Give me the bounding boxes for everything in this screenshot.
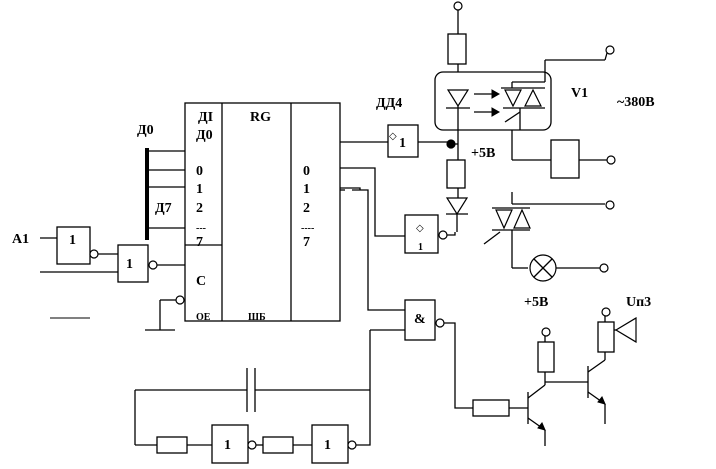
reg-out2-label: 2 — [303, 201, 310, 216]
reg-in0-label: 0 — [196, 164, 203, 179]
osc-gate2-label: 1 — [324, 438, 331, 453]
gate-and: & — [340, 187, 473, 409]
reg-in1-label: 1 — [196, 182, 203, 197]
gate-a1-first: 1 — [40, 226, 118, 265]
gate-out1-diamond: ◇ — [416, 223, 424, 234]
oe-ground — [145, 295, 185, 331]
reg-out-dots-label: ---- — [301, 223, 314, 234]
input-a1-label: А1 — [12, 232, 29, 247]
bus-d0-label: Д0 — [137, 123, 154, 138]
reg-d0-label: Д0 — [196, 128, 213, 143]
reg-out1-label: 1 — [303, 182, 310, 197]
gate-and-label: & — [414, 312, 426, 327]
optotriac-v1 — [434, 1, 616, 179]
reg-c-label: С — [196, 274, 206, 289]
reg-out0-label: 0 — [303, 164, 310, 179]
reg-in7-label: 7 — [196, 235, 203, 250]
reg-oe-label: ОЕ — [196, 312, 211, 323]
triac-lamp — [483, 192, 615, 282]
reg-in2-label: 2 — [196, 201, 203, 216]
voltage-380-label: ~380В — [617, 95, 655, 110]
gate-a1-first-label: 1 — [69, 233, 76, 248]
v1-label: V1 — [571, 86, 588, 101]
plus5v-top-label: +5В — [471, 146, 495, 161]
dd4-gate-label: 1 — [399, 136, 406, 151]
bus-d7-label: Д7 — [155, 201, 172, 216]
gate-a1-second: 1 — [40, 244, 185, 283]
un3-label: Uп3 — [626, 295, 651, 310]
data-bus: Д0 Д7 — [137, 123, 185, 240]
reg-in-dots-label: --- — [196, 223, 206, 234]
reg-di-label: ДІ — [198, 110, 213, 125]
resistor-diode-chain — [445, 159, 469, 232]
osc-gate1-label: 1 — [224, 438, 231, 453]
dd4-label: ДД4 — [376, 96, 402, 111]
dd4-diamond: ◇ — [389, 131, 397, 142]
reg-bottom-label: ШБ — [248, 312, 266, 323]
gate-out1: ◇ 1 — [340, 167, 456, 254]
gate-a1-second-label: 1 — [126, 257, 133, 272]
gate-dd4: ◇ 1 — [340, 124, 451, 158]
register-rg: ДІ Д0 0 1 2 --- 7 С ОЕ RG ШБ 0 1 2 ---- … — [184, 102, 341, 323]
reg-out7-label: 7 — [303, 235, 310, 250]
oscillator: 1 1 — [134, 330, 371, 464]
plus5v-bottom-label: +5В — [524, 295, 548, 310]
reg-rg-label: RG — [250, 110, 271, 125]
gate-out1-label: 1 — [418, 242, 423, 253]
transistor-stage — [472, 307, 637, 446]
